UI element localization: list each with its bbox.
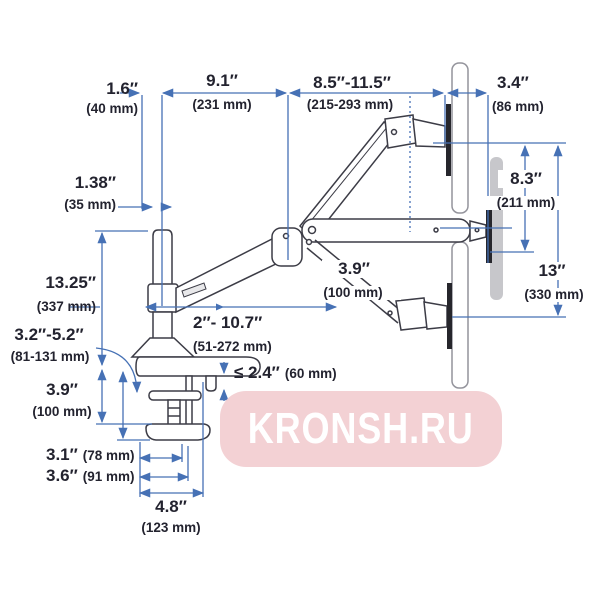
dim-pole-offset-mm: (40 mm) xyxy=(86,101,138,116)
clamp-screw xyxy=(167,399,181,426)
clamp-t-handle xyxy=(148,390,202,401)
dim-arm-reach-in: 9.1″ xyxy=(206,71,238,90)
dim-desk-thickness-in: ≤ 2.4″ xyxy=(234,363,280,382)
dim-base-width-2: 3.6″ (91 mm) xyxy=(46,467,135,485)
dim-pole-diameter-in: 1.38″ xyxy=(74,173,116,192)
dim-drop-total-mm: (330 mm) xyxy=(508,287,600,303)
dim-pole-height-in: 13.25″ xyxy=(45,273,96,292)
dim-base-width-2-mm: (91 mm) xyxy=(82,469,135,484)
dim-base-width-2-in: 3.6″ xyxy=(46,466,78,485)
dim-base-width-1-in: 3.1″ xyxy=(46,445,78,464)
dim-clamp-height-mm: (100 mm) xyxy=(32,404,92,419)
watermark: KRONSH.RU xyxy=(220,391,502,467)
desk-stop-hook xyxy=(205,375,217,392)
arm-drawing xyxy=(130,62,503,441)
dim-lift-range-mm: (215-293 mm) xyxy=(306,97,394,112)
vesa-plate-bottom xyxy=(447,283,452,349)
dim-pole-offset-in: 1.6″ xyxy=(106,79,138,98)
arm-slot-detail xyxy=(181,282,207,298)
dim-arm-reach-mm: (231 mm) xyxy=(192,97,252,112)
vesa-plate-middle xyxy=(486,205,492,263)
dim-clamp-height-in: 3.9″ xyxy=(46,380,78,399)
dim-depth-mm: (86 mm) xyxy=(492,99,544,114)
pole-collar xyxy=(147,283,179,313)
clamp-range-leader xyxy=(95,347,142,394)
dim-desk-thickness: ≤ 2.4″ (60 mm) xyxy=(234,364,337,382)
dim-base-width-3-mm: (123 mm) xyxy=(141,520,201,535)
lower-arm xyxy=(175,236,281,314)
dim-base-width-1: 3.1″ (78 mm) xyxy=(46,446,135,464)
dim-drop-mid-in: 8.3″ xyxy=(498,170,554,188)
watermark-text: KRONSH.RU xyxy=(248,404,474,453)
dim-base-width-1-mm: (78 mm) xyxy=(82,448,135,463)
vesa-plate-top xyxy=(446,104,451,176)
pole-lower xyxy=(152,311,173,341)
dim-base-width-3-in: 4.8″ xyxy=(155,497,187,516)
monitor-bottom xyxy=(451,241,469,389)
dim-pole-height-mm: (337 mm) xyxy=(36,299,96,314)
dim-extension-mm: (51-272 mm) xyxy=(193,339,272,354)
dim-drop-mid-mm: (211 mm) xyxy=(478,195,574,211)
clamp-foot xyxy=(145,423,211,441)
forearm-raised-b xyxy=(412,118,446,148)
dim-forearm-mm: (100 mm) xyxy=(305,285,401,301)
monitor-top xyxy=(451,62,469,214)
dim-clamp-range-in: 3.2″-5.2″ xyxy=(14,325,84,344)
dim-depth-in: 3.4″ xyxy=(497,73,529,92)
forearm-lowered-b xyxy=(423,301,448,330)
dim-lift-range-in: 8.5″-11.5″ xyxy=(313,73,391,92)
dim-forearm-in: 3.9″ xyxy=(322,260,386,278)
elbow-joint xyxy=(271,227,303,267)
base-plate xyxy=(135,356,261,377)
dim-pole-diameter-mm: (35 mm) xyxy=(64,197,116,212)
dim-drop-total-in: 13″ xyxy=(526,262,578,280)
dimension-lines xyxy=(70,88,566,498)
forearm-raised-a xyxy=(384,114,417,149)
arm-pivot xyxy=(307,225,317,235)
upper-arm-horizontal xyxy=(301,218,471,243)
dim-clamp-range-mm: (81-131 mm) xyxy=(10,349,90,364)
dim-desk-thickness-mm: (60 mm) xyxy=(284,366,337,381)
forearm-lowered-a xyxy=(395,297,429,331)
clamp-back-plate xyxy=(185,375,193,429)
dim-extension-in: 2″- 10.7″ xyxy=(193,313,263,332)
pole-base-flare xyxy=(130,337,196,358)
